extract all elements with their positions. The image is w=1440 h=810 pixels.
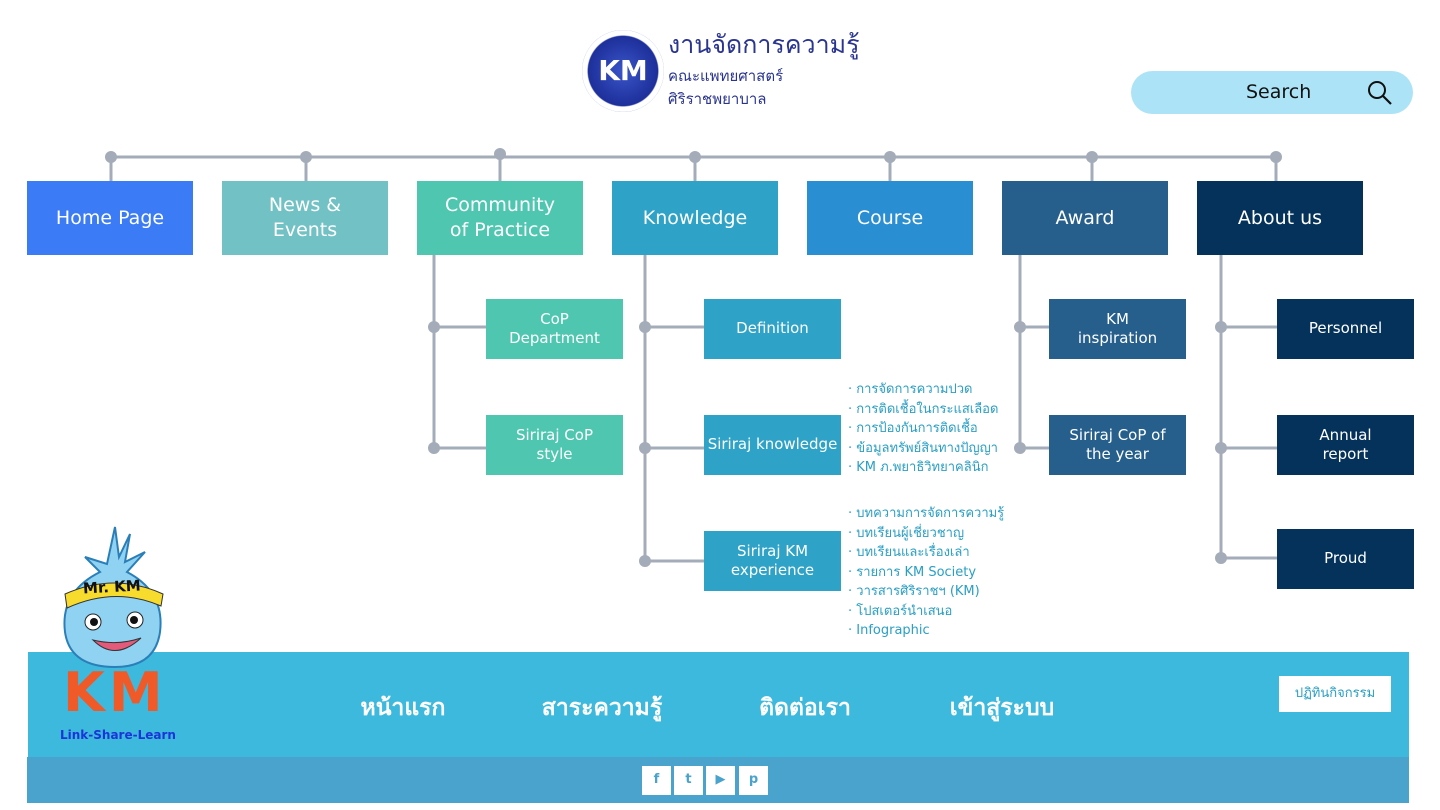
- sitemap-connectors: [105, 148, 1282, 567]
- search-icon[interactable]: [1367, 80, 1393, 106]
- menu-news-events[interactable]: News & Events: [222, 181, 388, 255]
- submenu-km-inspiration[interactable]: KM inspiration: [1049, 299, 1186, 359]
- submenu-cop-department[interactable]: CoP Department: [486, 299, 623, 359]
- pinterest-icon[interactable]: p: [739, 766, 768, 795]
- menu-community-of-practice[interactable]: Community of Practice: [417, 181, 583, 255]
- activity-calendar-button[interactable]: ปฏิทินกิจกรรม: [1279, 676, 1391, 712]
- logo-subtitle: คณะแพทยศาสตร์: [668, 67, 784, 85]
- menu-course[interactable]: Course: [807, 181, 973, 255]
- footer-nav-knowledge[interactable]: สาระความรู้: [541, 695, 663, 721]
- site-logo[interactable]: KM งานจัดการความรู้ คณะแพทยศาสตร์ ศิริรา…: [582, 28, 860, 112]
- logo-title: งานจัดการความรู้: [668, 30, 860, 59]
- list-item[interactable]: · การจัดการความปวด: [848, 382, 973, 397]
- submenu-definition[interactable]: Definition: [704, 299, 841, 359]
- logo-subtitle-2: ศิริราชพยาบาล: [668, 90, 767, 108]
- mascot-tagline: Link-Share-Learn: [60, 728, 176, 742]
- mr-km-mascot: Mr. KM KM Link-Share-Learn: [55, 522, 185, 747]
- submenu-annual-report[interactable]: Annual report: [1277, 415, 1414, 475]
- list-item[interactable]: · รายการ KM Society: [848, 564, 977, 580]
- twitter-icon[interactable]: t: [674, 766, 703, 795]
- list-item[interactable]: · KM ภ.พยาธิวิทยาคลินิก: [848, 460, 989, 475]
- list-item[interactable]: · การป้องกันการติดเชื้อ: [848, 421, 978, 436]
- footer-nav-home[interactable]: หน้าแรก: [360, 695, 446, 721]
- list-item[interactable]: · ข้อมูลทรัพย์สินทางปัญญา: [848, 440, 998, 456]
- list-item[interactable]: · วารสารศิริราชฯ (KM): [848, 584, 980, 599]
- mascot-band-text: Mr. KM: [82, 576, 142, 598]
- submenu-personnel[interactable]: Personnel: [1277, 299, 1414, 359]
- siriraj-knowledge-list: · การจัดการความปวด · การติดเชื้อในกระแสเ…: [848, 380, 998, 478]
- submenu-siriraj-cop-of-the-year[interactable]: Siriraj CoP of the year: [1049, 415, 1186, 475]
- list-item[interactable]: · โปสเตอร์นำเสนอ: [848, 603, 953, 619]
- facebook-icon[interactable]: f: [642, 766, 671, 795]
- menu-about-us[interactable]: About us: [1197, 181, 1363, 255]
- list-item[interactable]: · บทเรียนผู้เชี่ยวชาญ: [848, 525, 965, 541]
- submenu-siriraj-cop-style[interactable]: Siriraj CoP style: [486, 415, 623, 475]
- mascot-km-letters: KM: [63, 661, 167, 724]
- menu-award[interactable]: Award: [1002, 181, 1168, 255]
- footer-band: [28, 652, 1409, 757]
- menu-home-page[interactable]: Home Page: [27, 181, 193, 255]
- km-logo-emblem: KM: [582, 30, 664, 112]
- km-experience-list: · บทความการจัดการความรู้ · บทเรียนผู้เชี…: [848, 504, 1004, 641]
- submenu-siriraj-knowledge[interactable]: Siriraj knowledge: [704, 415, 841, 475]
- submenu-siriraj-km-experience[interactable]: Siriraj KM experience: [704, 531, 841, 591]
- list-item[interactable]: · บทความการจัดการความรู้: [848, 506, 1005, 521]
- mascot-illustration: [63, 526, 164, 669]
- footer-nav-login[interactable]: เข้าสู่ระบบ: [949, 695, 1055, 721]
- footer-nav-contact[interactable]: ติดต่อเรา: [759, 695, 851, 721]
- submenu-proud[interactable]: Proud: [1277, 529, 1414, 589]
- youtube-icon[interactable]: ▶: [706, 766, 735, 795]
- list-item[interactable]: · Infographic: [848, 623, 930, 638]
- list-item[interactable]: · บทเรียนและเรื่องเล่า: [848, 545, 970, 560]
- list-item[interactable]: · การติดเชื้อในกระแสเลือด: [848, 401, 999, 417]
- menu-knowledge[interactable]: Knowledge: [612, 181, 778, 255]
- search-bar[interactable]: Search: [1131, 71, 1413, 114]
- search-label: Search: [1246, 81, 1312, 103]
